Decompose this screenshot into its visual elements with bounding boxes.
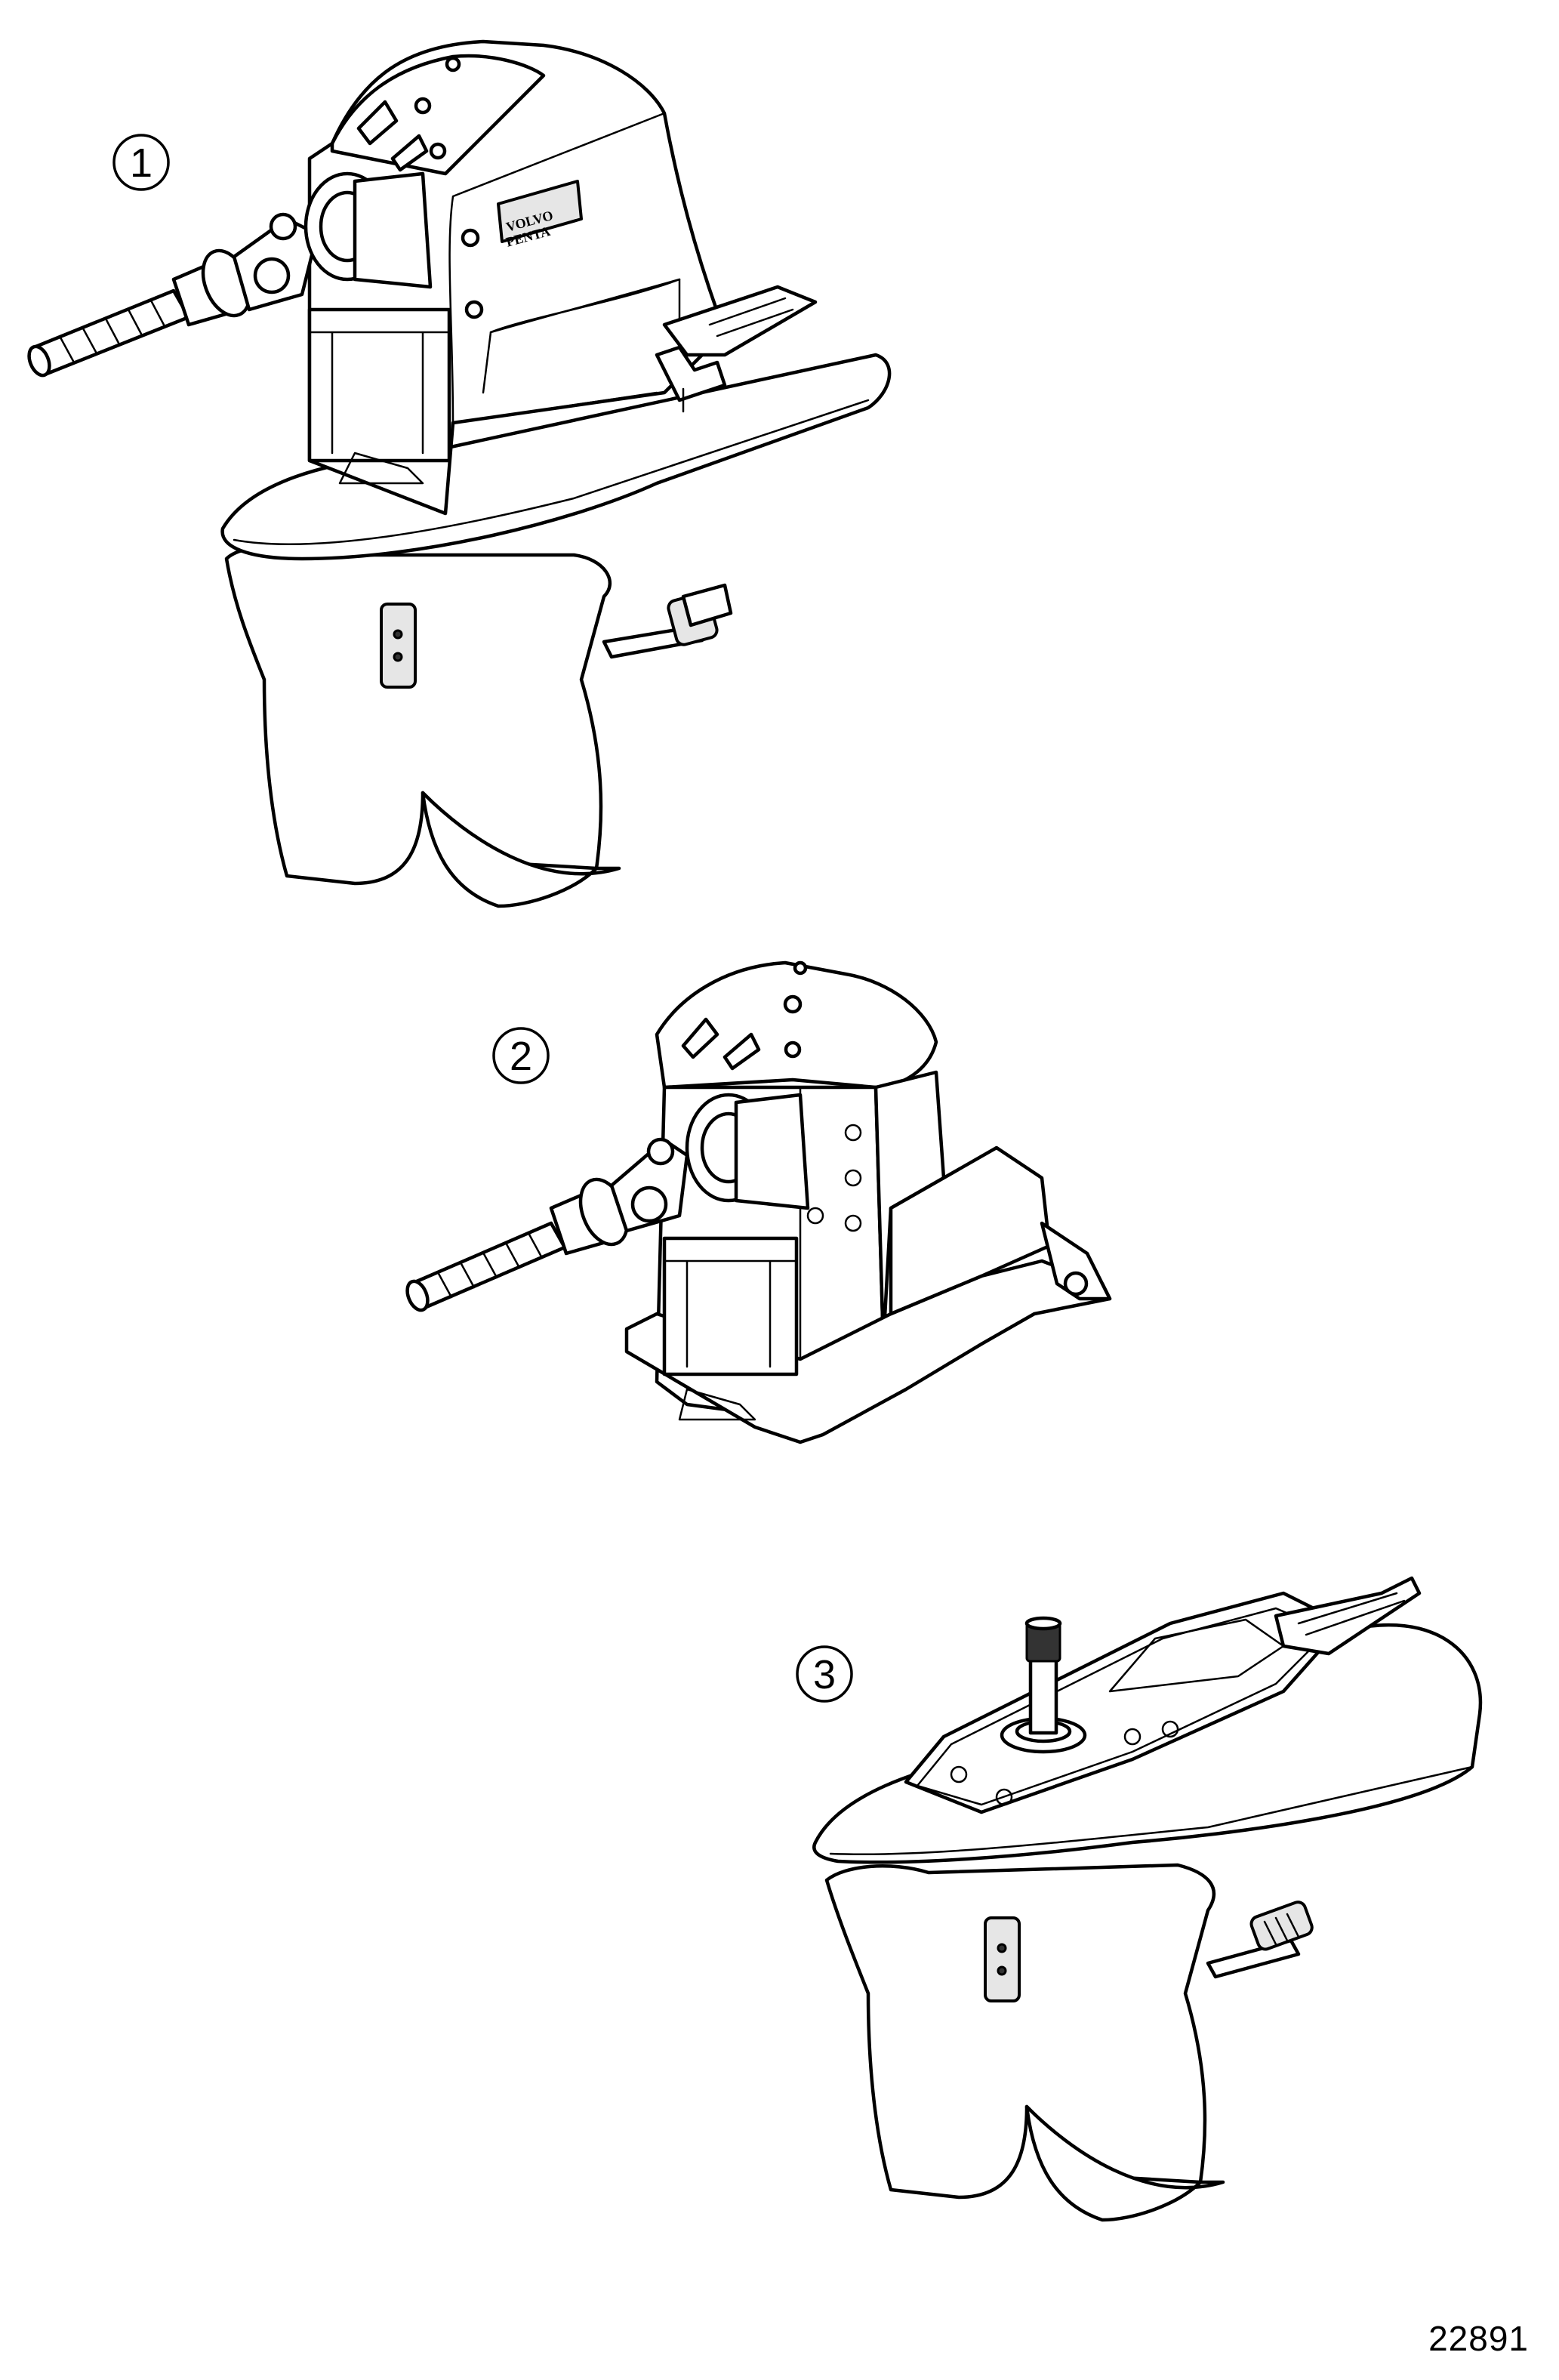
callout-3-label: 3: [813, 1652, 836, 1697]
upper-gear-unit-assembly: [405, 960, 1112, 1444]
callout-1-label: 1: [130, 140, 153, 186]
callout-2-label: 2: [510, 1034, 532, 1079]
lower-gear-unit-assembly: [812, 1576, 1483, 2222]
figure-id: 22891: [1428, 2319, 1529, 2358]
complete-drive-assembly: VOLVO PENTA: [27, 39, 892, 908]
callout-3: 3: [796, 1645, 853, 1703]
callout-1: 1: [112, 134, 170, 191]
callout-2: 2: [492, 1027, 550, 1084]
